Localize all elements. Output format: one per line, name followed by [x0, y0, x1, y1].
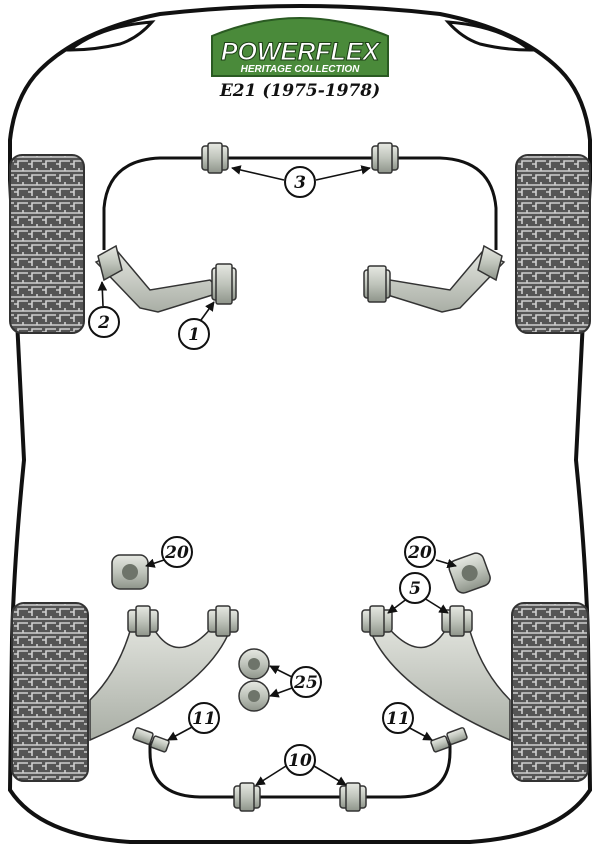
callout-20-left: 20 — [161, 536, 193, 568]
rear-arb-bush-right — [339, 782, 367, 812]
rear-right-diff-mount-bush — [448, 552, 491, 594]
rear-left-trailing-arm — [89, 621, 231, 742]
svg-text:3: 3 — [294, 173, 306, 193]
svg-text:11: 11 — [386, 709, 410, 729]
front-right-tyre — [515, 154, 591, 334]
model-title: E21 (1975-1978) — [219, 81, 380, 101]
rear-arb-bush-left — [233, 782, 261, 812]
rear-right-arm-inner-bush — [361, 605, 393, 637]
diff-carrier-bush-upper — [238, 648, 270, 680]
logo-subtitle: HERITAGE COLLECTION — [241, 64, 360, 75]
right-headlight — [444, 20, 535, 52]
callout-20-right: 20 — [404, 536, 436, 568]
callout-11-right: 11 — [382, 702, 414, 734]
callout-1: 1 — [178, 318, 210, 350]
svg-text:11: 11 — [192, 709, 216, 729]
front-arb-bush-left — [201, 142, 229, 174]
callout-10: 10 — [284, 744, 316, 776]
callout-25: 25 — [290, 666, 322, 698]
diff-carrier-bush-lower — [238, 680, 270, 712]
svg-text:5: 5 — [409, 579, 421, 599]
left-headlight — [65, 20, 156, 52]
rear-right-arm-outer-bush — [441, 605, 473, 637]
svg-text:2: 2 — [97, 313, 110, 333]
rear-left-arb-link-bush — [132, 727, 170, 753]
rear-left-arm-inner-bush — [127, 605, 159, 637]
svg-text:20: 20 — [407, 543, 432, 563]
svg-text:10: 10 — [288, 751, 312, 771]
rear-left-arm-outer-bush — [207, 605, 239, 637]
rear-left-diff-mount-bush — [111, 554, 149, 590]
front-right-wishbone-bush — [363, 265, 391, 303]
front-anti-roll-bar — [102, 156, 498, 250]
front-left-wishbone-bush — [211, 263, 237, 305]
rear-anti-roll-bar — [148, 738, 452, 799]
callout-5: 5 — [399, 572, 431, 604]
front-left-tyre — [9, 154, 85, 334]
svg-text:1: 1 — [188, 325, 200, 345]
svg-text:25: 25 — [293, 673, 318, 693]
callout-11-left: 11 — [188, 702, 220, 734]
rear-right-trailing-arm — [369, 621, 511, 742]
logo-text: POWERFLEX — [221, 38, 381, 66]
rear-left-tyre — [11, 602, 89, 782]
svg-text:20: 20 — [164, 543, 189, 563]
front-right-arb-link-bush — [477, 244, 503, 282]
front-arb-bush-right — [371, 142, 399, 174]
powerflex-logo: POWERFLEX HERITAGE COLLECTION — [211, 17, 389, 77]
rear-right-tyre — [511, 602, 589, 782]
leader-lines — [97, 165, 457, 786]
callout-3: 3 — [284, 166, 316, 198]
callout-2: 2 — [88, 306, 120, 338]
front-left-arb-link-bush — [97, 244, 123, 282]
rear-right-arb-link-bush — [430, 727, 468, 753]
